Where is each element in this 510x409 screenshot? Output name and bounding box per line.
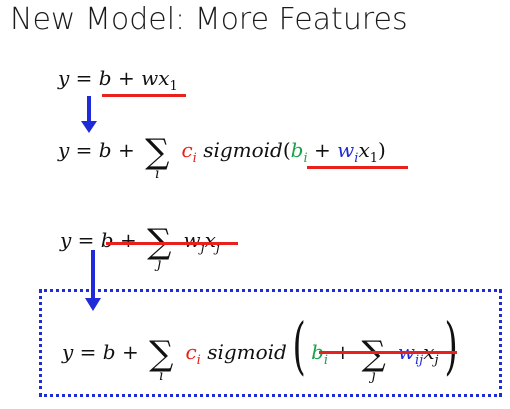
w-i-term: wi [337, 138, 359, 166]
b-i-term: bi [290, 138, 308, 166]
y-symbol: y [62, 340, 74, 364]
down-arrow-icon [81, 96, 97, 133]
feature-subscript: 1 [169, 79, 178, 94]
red-underline [307, 166, 408, 169]
feature-subscript: j [215, 241, 220, 256]
sigmoid-function: sigmoid [203, 138, 283, 162]
sigma-icon: ∑ [149, 334, 174, 374]
y-symbol: y [58, 66, 70, 90]
sum-index: j [157, 256, 162, 272]
plus-sign: + [117, 66, 135, 90]
equals-sign: = [77, 228, 95, 252]
red-underline [102, 94, 186, 97]
feature-term: x [358, 138, 370, 162]
summation: ∑i [145, 132, 171, 182]
weight-term: wj [183, 228, 205, 256]
feature-subscript: 1 [369, 151, 378, 166]
plus-sign: + [117, 138, 135, 162]
right-paren: ) [378, 138, 386, 162]
equals-sign: = [75, 138, 93, 162]
bias-term: b [100, 228, 114, 252]
c-coefficient: ci [181, 138, 197, 166]
sum-index: i [155, 166, 160, 182]
sigmoid-function: sigmoid [207, 340, 287, 364]
bias-term: b [98, 66, 112, 90]
plus-sign: + [314, 138, 331, 162]
red-underline [319, 351, 457, 354]
y-symbol: y [60, 228, 72, 252]
sum-index: i [159, 368, 164, 384]
highlight-box [39, 289, 502, 397]
weight-term: w [141, 66, 159, 90]
page-title: New Model: More Features [10, 2, 408, 37]
equation-linear-multi: y = b + ∑j wjxj [60, 225, 220, 272]
red-underline [106, 242, 238, 245]
bias-term: b [102, 340, 116, 364]
equation-linear-single: y = b + wx1 [58, 66, 178, 94]
plus-sign: + [119, 228, 137, 252]
summation: ∑i [149, 334, 175, 384]
summation: ∑j [361, 334, 388, 384]
c-coefficient: ci [185, 340, 201, 368]
bias-term: b [98, 138, 112, 162]
equals-sign: = [75, 66, 93, 90]
y-symbol: y [58, 138, 70, 162]
equation-sigmoid-multi: y = b + ∑i ci sigmoid(bi + ∑j wijxj) [62, 309, 463, 385]
sum-index: j [371, 368, 376, 384]
sigma-icon: ∑ [361, 334, 386, 374]
equation-sigmoid-single: y = b + ∑i ci sigmoid(bi + wix1) [58, 132, 386, 182]
left-paren: ( [282, 138, 291, 162]
feature-term: x [158, 66, 170, 90]
feature-subscript: j [434, 353, 439, 368]
b-i-term: bi [311, 340, 329, 368]
plus-sign: + [121, 340, 139, 364]
down-arrow-icon [85, 250, 101, 311]
left-paren: ( [292, 309, 306, 382]
equals-sign: = [79, 340, 97, 364]
sigma-icon: ∑ [145, 132, 170, 172]
feature-term: x [204, 228, 216, 252]
right-paren: ) [443, 309, 458, 382]
summation: ∑j [147, 225, 173, 272]
